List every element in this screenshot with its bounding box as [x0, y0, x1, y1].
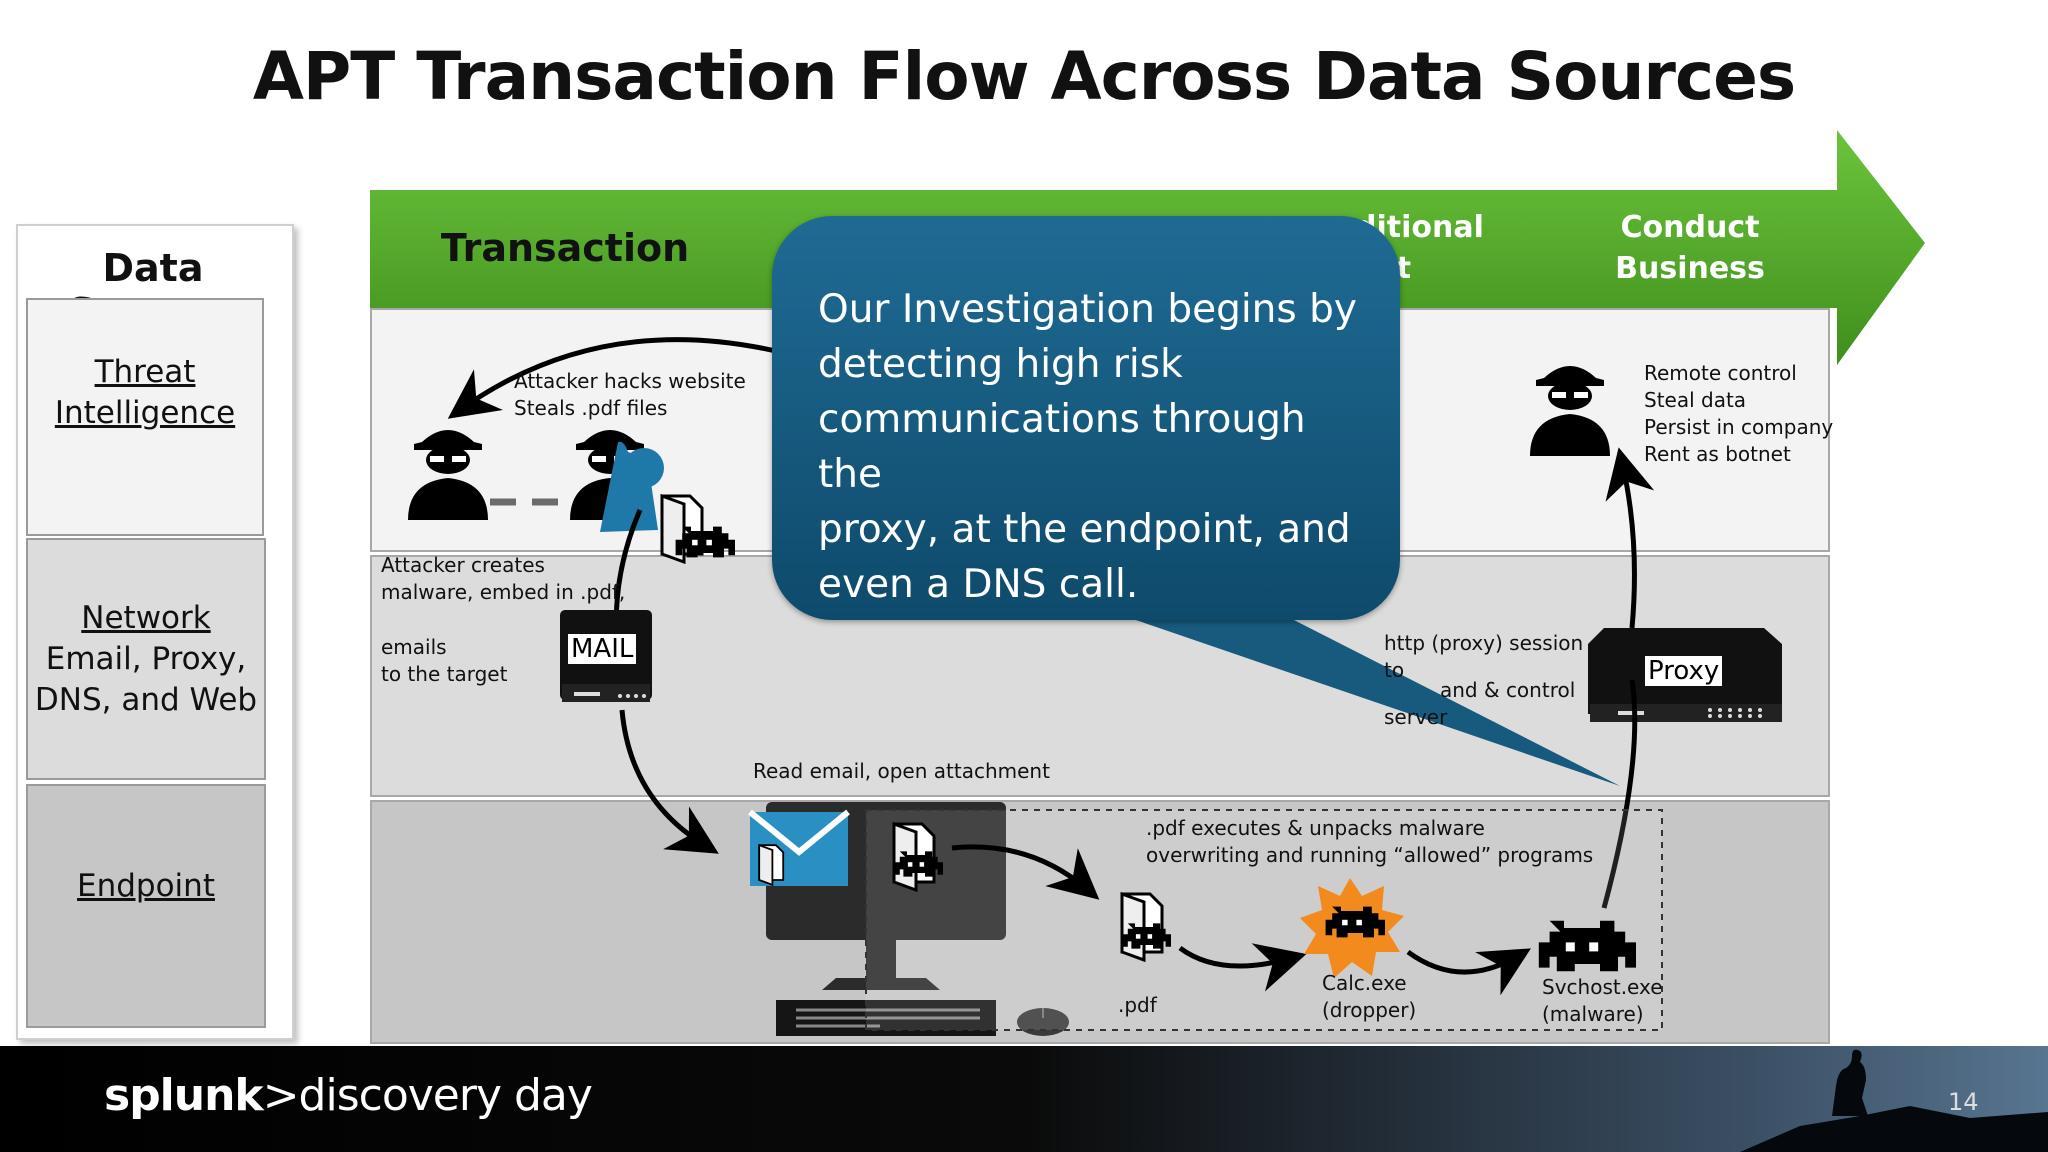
brand-rest: >discovery day — [262, 1070, 593, 1121]
callout-line3: communications through the — [818, 397, 1306, 497]
callout-line1: Our Investigation begins by — [818, 287, 1357, 332]
unpack-arrow — [1178, 943, 1307, 992]
stage-conduct-line2: Business — [1615, 251, 1765, 286]
footer-bar — [0, 1046, 2048, 1152]
ds-network: Network Email, Proxy, DNS, and Web — [26, 538, 266, 780]
ds-network-link[interactable]: Network — [81, 599, 211, 636]
note-proxy-session: http (proxy) session to and & control se… — [1384, 630, 1583, 731]
note-svchost: Svchost.exe (malware) — [1542, 974, 1663, 1028]
stage-transaction: Transaction — [440, 226, 690, 270]
note-remote-2: Steal data — [1644, 388, 1747, 412]
note-read-email: Read email, open attachment — [753, 759, 1050, 783]
note-creates-1: Attacker creates — [381, 553, 545, 577]
splunk-logo: splunk>discovery day — [104, 1070, 593, 1121]
ds-endpoint-link[interactable]: Endpoint — [77, 868, 215, 904]
note-pdf: .pdf — [1118, 993, 1157, 1017]
note-calc: Calc.exe (dropper) — [1322, 970, 1416, 1024]
ds-network-detail2: DNS, and Web — [34, 681, 258, 718]
spy-icon — [408, 430, 488, 520]
note-remote-1: Remote control — [1644, 361, 1797, 385]
botnet-arrow — [1605, 447, 1655, 629]
brand-bold: splunk — [104, 1070, 264, 1121]
note-remote: Remote control Steal data Persist in com… — [1644, 360, 1833, 468]
stage-conduct-line1: Conduct — [1620, 210, 1760, 245]
note-pdf-exec: .pdf executes & unpacks malware overwrit… — [1146, 815, 1593, 869]
exec-arrow — [951, 844, 1100, 900]
note-creates-2: malware, embed in .pdf, — [381, 580, 626, 604]
note-hack-1: Attacker hacks website — [514, 369, 746, 393]
slide-title: APT Transaction Flow Across Data Sources — [252, 38, 1796, 115]
hack-arrow — [447, 337, 781, 419]
note-calc-2: (dropper) — [1322, 998, 1417, 1022]
lane-endpoint — [370, 800, 1830, 1044]
remote-spy-icon — [1530, 366, 1610, 456]
mail-label: MAIL — [568, 634, 637, 664]
callout-box — [772, 216, 1400, 620]
note-calc-1: Calc.exe — [1322, 971, 1407, 995]
note-proxy-1: http (proxy) session — [1384, 631, 1584, 655]
ds-network-detail1: Email, Proxy, — [45, 640, 247, 677]
ds-threat-line1[interactable]: Threat — [94, 354, 196, 390]
proxy-label: Proxy — [1645, 656, 1723, 686]
note-pdf-exec-1: .pdf executes & unpacks malware — [1146, 816, 1485, 840]
callout-pointer — [1130, 618, 1620, 786]
delivery-arrow — [619, 709, 719, 854]
note-hack-2: Steals .pdf files — [514, 396, 668, 420]
note-creates: Attacker creates malware, embed in .pdf, — [381, 552, 625, 606]
attachment-icon — [758, 844, 785, 886]
note-svchost-1: Svchost.exe — [1542, 975, 1663, 999]
run-arrow — [1406, 948, 1531, 996]
note-pdf-exec-2: overwriting and running “allowed” progra… — [1146, 843, 1594, 867]
ds-threat-intelligence: Threat Intelligence — [26, 298, 264, 536]
c2-arrow — [1601, 679, 1638, 909]
page-number: 14 — [1948, 1088, 1979, 1116]
ds-threat-line2[interactable]: Intelligence — [54, 395, 236, 431]
stage-conduct-business: Conduct Business — [1600, 207, 1780, 289]
note-emails: emails to the target — [381, 634, 507, 688]
note-remote-3: Persist in company — [1644, 415, 1834, 439]
callout-text: Our Investigation begins by detecting hi… — [818, 282, 1378, 612]
callout-line5: even a DNS call. — [818, 562, 1139, 607]
note-svchost-2: (malware) — [1542, 1002, 1644, 1026]
note-emails-2: to the target — [381, 662, 508, 686]
callout-line2: detecting high risk — [818, 342, 1183, 387]
callout-line4: proxy, at the endpoint, and — [818, 507, 1351, 552]
ds-endpoint: Endpoint — [26, 784, 266, 1028]
hiker-silhouette — [1740, 1049, 2048, 1152]
note-emails-1: emails — [381, 635, 447, 659]
note-remote-4: Rent as botnet — [1644, 442, 1791, 466]
note-hack: Attacker hacks website Steals .pdf files — [514, 368, 746, 422]
note-proxy-2: to — [1384, 658, 1405, 677]
note-proxy-4: server — [1384, 705, 1448, 729]
note-proxy-3: and & control — [1440, 678, 1576, 702]
